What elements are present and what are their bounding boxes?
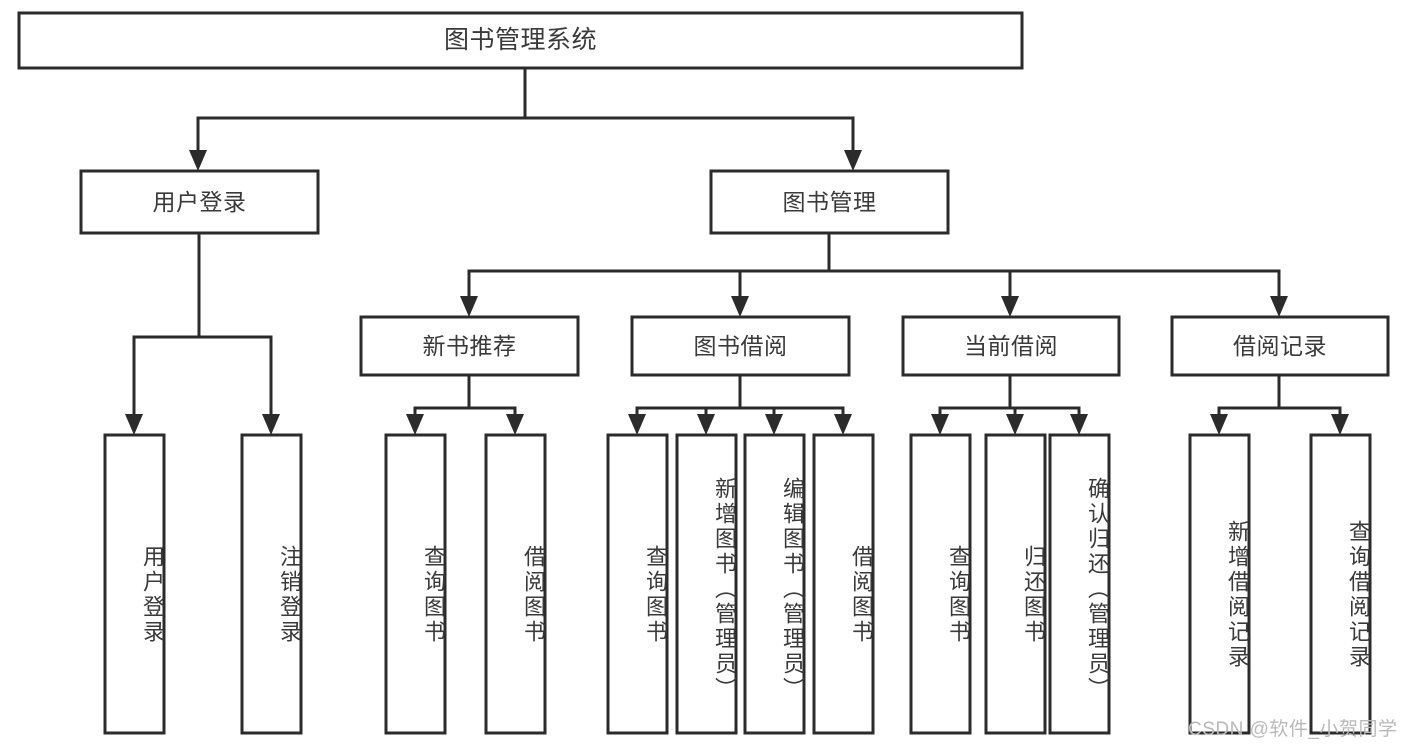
node-box-book-management[interactable] (709, 169, 950, 235)
connector-current-borrow-to-leaves (931, 373, 1088, 435)
node-box-leaf-add-book[interactable] (675, 433, 738, 735)
connector-new-book-to-leaves (406, 373, 524, 435)
watermark-text: CSDN @软件_小贺同学 (1188, 719, 1398, 740)
node-box-leaf-query-record[interactable] (1309, 433, 1372, 735)
node-box-leaf-borrow-book-2[interactable] (812, 433, 875, 735)
node-box-leaf-return-book[interactable] (984, 433, 1047, 735)
node-box-new-book-recommend[interactable] (359, 315, 580, 377)
connector-borrow-record-to-leaves (1210, 373, 1349, 435)
node-box-leaf-query-book-3[interactable] (909, 433, 972, 735)
connector-root-to-level2 (189, 66, 862, 171)
node-box-leaf-logout[interactable] (240, 433, 303, 735)
node-box-leaf-add-record[interactable] (1188, 433, 1251, 735)
connector-book-borrow-to-leaves (628, 373, 852, 435)
connector-book-management-to-level3 (460, 231, 1288, 317)
node-box-leaf-borrow-book-1[interactable] (484, 433, 547, 735)
node-box-leaf-query-book-1[interactable] (384, 433, 447, 735)
connector-user-login-to-leaves (125, 231, 280, 435)
node-box-root[interactable] (17, 11, 1024, 70)
node-box-user-login[interactable] (79, 169, 320, 235)
node-box-leaf-edit-book[interactable] (743, 433, 806, 735)
node-box-leaf-user-login[interactable] (103, 433, 166, 735)
node-box-leaf-query-book-2[interactable] (606, 433, 669, 735)
node-box-leaf-confirm-return[interactable] (1048, 433, 1111, 735)
node-box-borrow-record[interactable] (1170, 315, 1390, 377)
node-box-current-borrow[interactable] (901, 315, 1121, 377)
node-box-book-borrow[interactable] (630, 315, 851, 377)
